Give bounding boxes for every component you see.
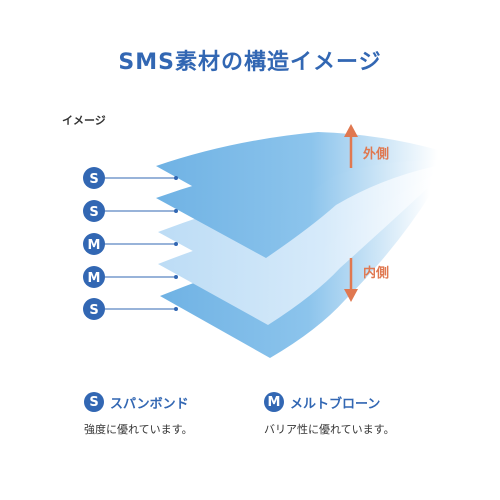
layer-badge-letter-2: S: [89, 205, 98, 220]
spunbond-badge: S: [84, 392, 104, 412]
spunbond-description: 強度に優れています。: [84, 423, 193, 436]
inner-side-label: 内側: [363, 266, 390, 281]
layer-badge-5: [83, 298, 105, 320]
leader-dot-5: [174, 307, 178, 311]
leader-dot-4: [174, 275, 178, 279]
layer-badge-1: [83, 167, 105, 189]
layer-badge-2: [83, 200, 105, 222]
leader-dot-1: [174, 176, 178, 180]
leader-dot-2: [174, 209, 178, 213]
layer-1-spunbond: [156, 132, 438, 226]
layer-badge-letter-5: S: [89, 303, 98, 318]
outer-arrow-icon: [344, 124, 358, 168]
page-title: SMS素材の構造イメージ: [118, 50, 382, 75]
legend-meltblown: M メルトブローン: [264, 392, 380, 412]
layer-badge-letter-3: M: [88, 238, 101, 253]
image-label: イメージ: [62, 114, 106, 127]
leader-dot-3: [174, 242, 178, 246]
meltblown-badge: M: [264, 392, 284, 412]
layer-badge-letter-1: S: [89, 172, 98, 187]
layer-badge-letter-4: M: [88, 271, 101, 286]
inner-arrow-icon: [344, 258, 358, 302]
layer-badge-4: [83, 266, 105, 288]
layer-badge-3: [83, 233, 105, 255]
spunbond-name: スパンボンド: [110, 396, 189, 412]
legend-spunbond: S スパンボンド: [84, 392, 189, 412]
meltblown-name: メルトブローン: [290, 396, 381, 412]
outer-side-label: 外側: [363, 147, 390, 162]
layer-badges: [83, 167, 105, 320]
meltblown-description: バリア性に優れています。: [264, 423, 395, 436]
